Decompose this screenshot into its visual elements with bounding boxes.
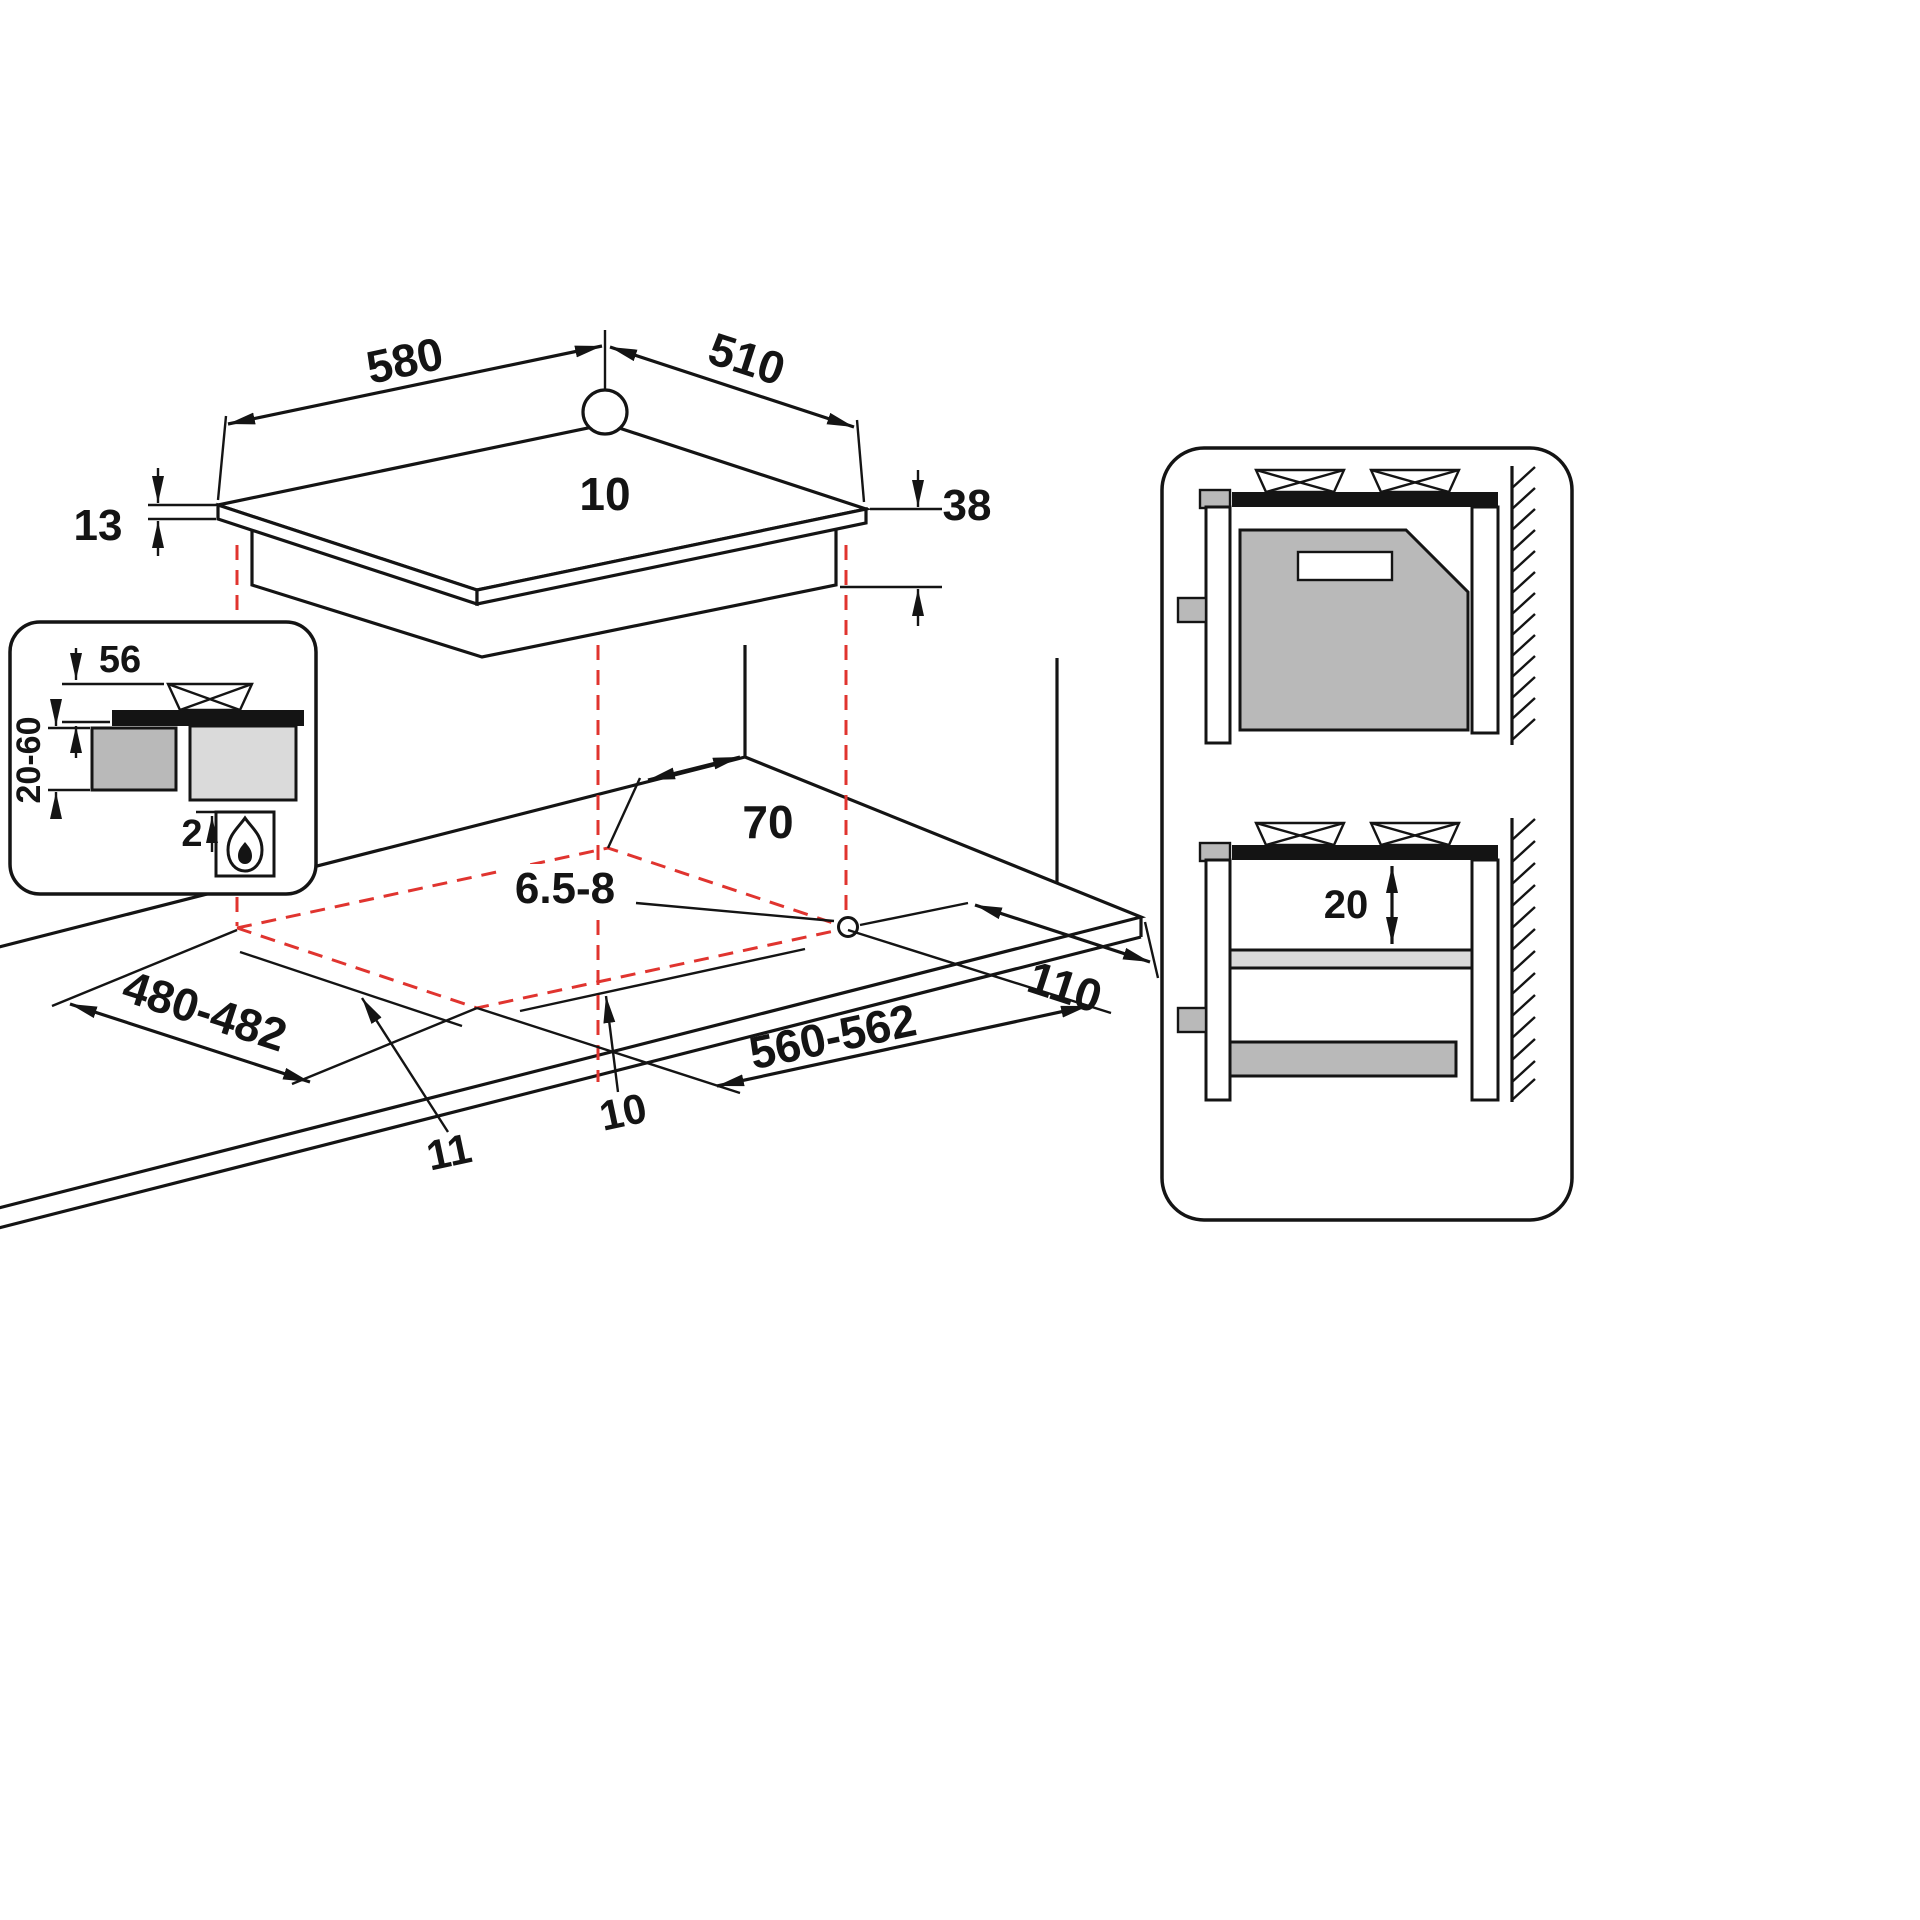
section-detail-inset: 56 20-60 2 (8, 620, 318, 896)
dimension-line (69, 1002, 311, 1084)
dimension-line (974, 903, 1151, 964)
worktop-edge-block (1198, 841, 1232, 863)
dim-label-fixing-hole: 6.5-8 (515, 864, 615, 913)
dim-label-front-overhang: 10 (595, 1084, 650, 1140)
dim-body-depth: 38 (840, 470, 991, 626)
clearance-panel: 20 (1160, 446, 1574, 1222)
dim-label-height-above: 56 (99, 639, 141, 681)
hob-rim-right-face (475, 507, 868, 606)
extension-line (1143, 921, 1160, 979)
gas-flame-inner (238, 842, 252, 864)
dim-label-hob-width: 580 (362, 327, 448, 394)
gas-inlet-block (1176, 596, 1208, 624)
worktop-edge-block (1198, 488, 1232, 510)
hob-slab-section (112, 710, 304, 726)
gas-inlet-block (1176, 1006, 1208, 1034)
worktop-section (90, 726, 178, 792)
dim-label-rim: 13 (74, 501, 123, 550)
burner-brace (1255, 821, 1335, 847)
dim-label-shelf-distance: 20 (1324, 883, 1369, 927)
hob (211, 422, 873, 659)
burner-brace (1370, 468, 1450, 494)
worktop-surface (0, 755, 1147, 1210)
fixing-hole-callout: 6.5-8 (498, 864, 859, 938)
extension-line (859, 901, 969, 927)
footprint-front-left-line (239, 950, 463, 1028)
shelf-upper (1228, 948, 1474, 970)
burner-symbol (1254, 468, 1461, 494)
burner-brace (1255, 468, 1335, 494)
wall-spacer (1470, 858, 1500, 1102)
dim-label-side-clearance: 110 (1022, 951, 1109, 1023)
burner-symbol (166, 682, 254, 712)
extension-line (291, 1006, 478, 1086)
hob-section-bar (1232, 845, 1498, 860)
shelf-lower (1228, 1040, 1458, 1078)
extension-line (847, 928, 1112, 1015)
extension-line (855, 419, 866, 503)
dim-label-gap-below: 2 (181, 813, 202, 855)
extension-line (606, 777, 642, 849)
hob-section-bar (1232, 492, 1498, 507)
dim-rim-height: 13 (74, 468, 216, 556)
burner-brace (1265, 468, 1345, 494)
burner-brace (1380, 821, 1460, 847)
oven-vent-slot (1296, 550, 1394, 582)
dimension-line (609, 345, 855, 429)
fixing-hole-circle (837, 916, 859, 938)
burner-symbol (1254, 821, 1461, 847)
footprint-front-right-line (519, 947, 806, 1013)
burner-brace (1370, 821, 1450, 847)
dim-label-body: 38 (943, 481, 992, 530)
arrow-line (360, 997, 450, 1133)
burner-brace (179, 682, 253, 712)
dimension-line (716, 1004, 1089, 1088)
dim-front-overhang: 10 (595, 995, 651, 1140)
dimension-line (647, 755, 741, 782)
hob-body-section (188, 724, 298, 802)
arrow-line (603, 995, 620, 1093)
wall-hatching (1511, 466, 1536, 741)
extension-line (476, 1006, 741, 1095)
hob-footprint-lines (239, 947, 806, 1028)
worktop (0, 645, 1147, 1230)
burner-brace (1380, 468, 1460, 494)
extension-line (216, 415, 228, 501)
burner-brace (1265, 821, 1345, 847)
shelf-section: 20 (1176, 818, 1536, 1102)
knob-hole-callout: 10 (579, 388, 631, 520)
dim-label-worktop-thickness: 20-60 (10, 717, 48, 804)
oven-section (1176, 466, 1536, 745)
dim-label-side-overhang: 11 (422, 1124, 475, 1179)
dimension-line (227, 344, 603, 426)
dim-label-rear: 70 (742, 796, 793, 848)
label-halo (498, 864, 632, 910)
knob-hole-circle (581, 388, 629, 436)
wall-spacer (1470, 505, 1500, 735)
dim-rear-clearance: 70 (606, 755, 794, 849)
dim-hob-width: 580 (216, 327, 603, 501)
worktop-front-thickness-edge (0, 935, 1142, 1230)
dim-label-hole: 10 (579, 468, 630, 520)
burner-brace (167, 682, 241, 712)
dim-side-overhang: 11 (360, 997, 476, 1179)
cabinet-side-panel (1204, 505, 1232, 745)
cabinet-side-panel (1204, 858, 1232, 1102)
extension-line (51, 928, 238, 1008)
wall-hatching (1511, 818, 1536, 1101)
gas-flame-icon (226, 815, 264, 873)
leader-line (635, 901, 835, 923)
dim-label-hob-depth: 510 (702, 322, 791, 395)
